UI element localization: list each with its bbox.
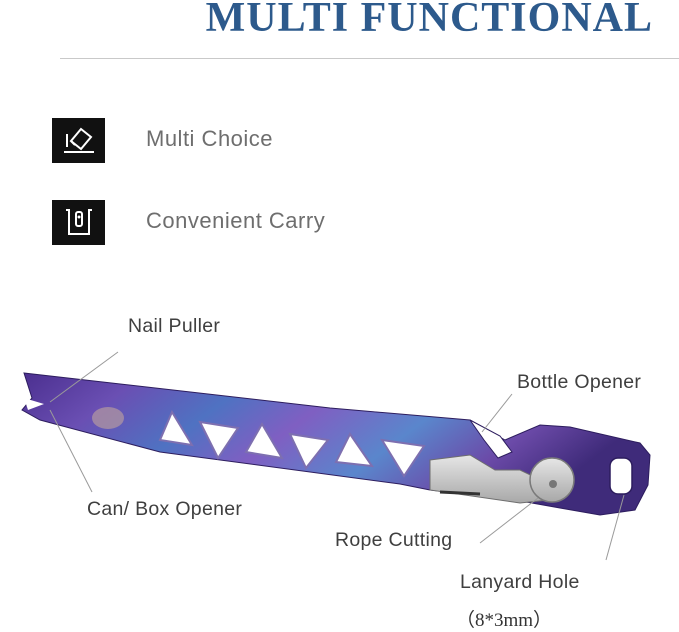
callout-nail-puller: Nail Puller [128,315,221,337]
pocket-clip-icon [52,200,105,245]
feature-label-convenient-carry: Convenient Carry [146,208,326,233]
callout-rope-cutting: Rope Cutting [335,529,453,551]
callout-bottle-opener: Bottle Opener [517,371,642,393]
eraser-pen-icon [52,118,105,163]
title-divider [60,58,679,59]
page-title: MULTI FUNCTIONAL [205,0,653,41]
feature-label-multi-choice: Multi Choice [146,126,274,151]
callout-lanyard-hole: Lanyard Hole [460,571,580,593]
callout-lanyard-size: （8*3mm） [456,610,553,631]
callout-can-box-opener: Can/ Box Opener [87,498,243,520]
